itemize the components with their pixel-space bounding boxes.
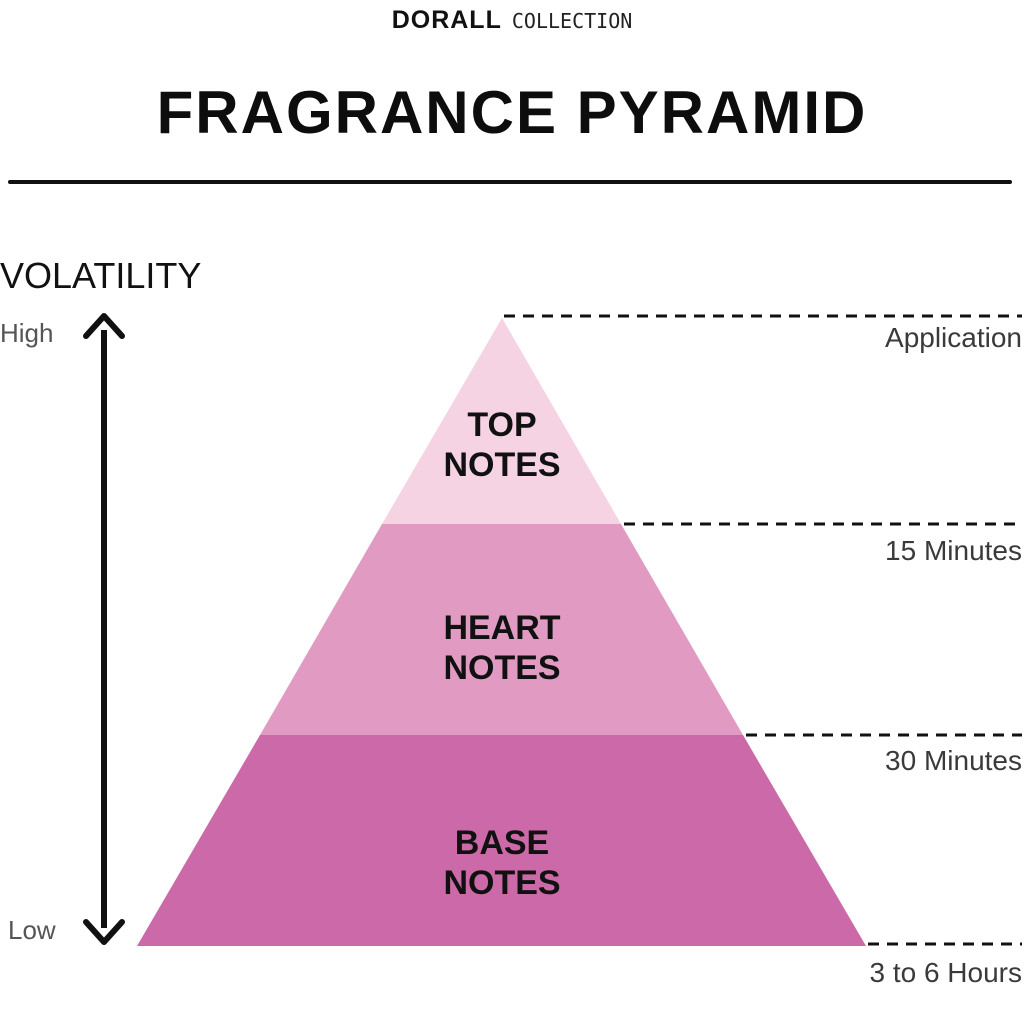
volatility-high-label: High: [0, 318, 54, 348]
tier-top-line2: NOTES: [443, 446, 561, 484]
time-label-3-to-6-hours: 3 to 6 Hours: [869, 957, 1022, 988]
tier-base-label: BASE NOTES: [402, 823, 602, 903]
volatility-arrow-icon: [83, 313, 125, 945]
tier-heart-line1: HEART: [443, 609, 561, 647]
volatility-axis-title: VOLATILITY: [0, 255, 202, 296]
tier-base-line1: BASE: [454, 824, 550, 862]
page-title: FRAGRANCE PYRAMID: [156, 79, 868, 146]
brand-subtitle: COLLECTION: [511, 9, 633, 33]
tier-base-line2: NOTES: [443, 864, 561, 902]
tier-top-label: TOP NOTES: [402, 405, 602, 485]
time-label-application: Application: [885, 322, 1022, 353]
tier-heart-shape: [260, 524, 743, 735]
tier-heart-label: HEART NOTES: [402, 608, 602, 688]
title-divider: [8, 180, 1012, 184]
time-label-30-minutes: 30 Minutes: [885, 745, 1022, 776]
brand-name: DORALL: [391, 6, 502, 34]
volatility-low-label: Low: [8, 915, 56, 945]
time-label-15-minutes: 15 Minutes: [885, 535, 1022, 566]
tier-top-shape: [382, 318, 621, 524]
tier-heart-line2: NOTES: [443, 649, 561, 687]
brand-header: DORALL COLLECTION: [0, 6, 1024, 35]
tier-base-shape: [137, 735, 866, 946]
tier-top-line1: TOP: [467, 406, 537, 444]
